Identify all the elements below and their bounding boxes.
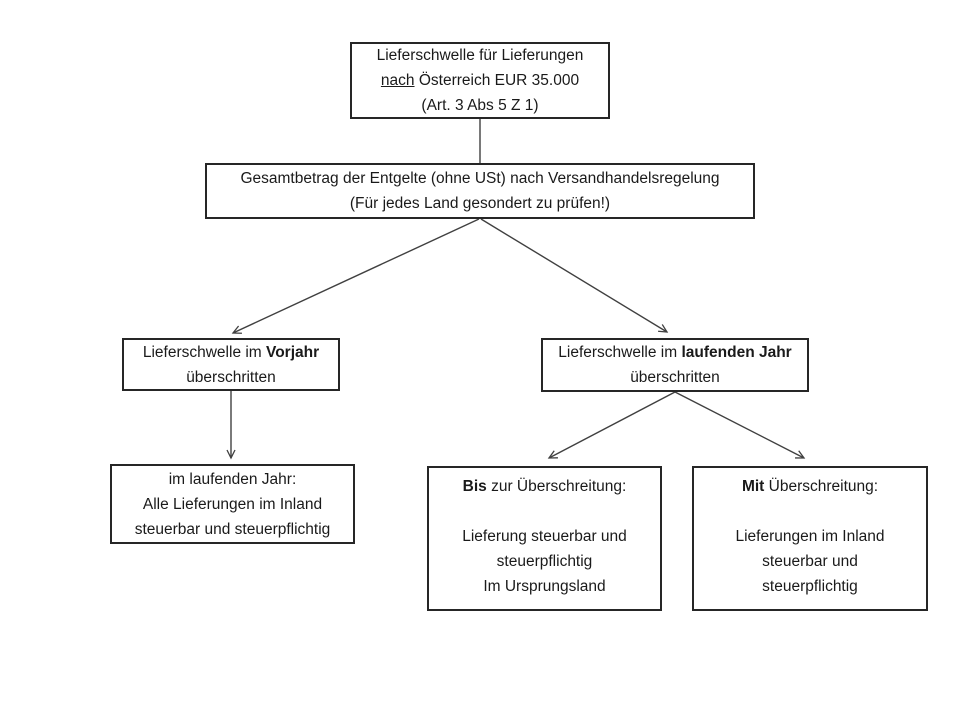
text-line: steuerpflichtig <box>762 578 858 595</box>
text-line: steuerbar und steuerpflichtig <box>134 520 331 538</box>
text-line <box>542 499 546 524</box>
text-line: überschritten <box>630 369 720 386</box>
node-current-year-result: im laufenden Jahr: Alle Lieferungen im In… <box>110 464 355 544</box>
text-line: Bis zur Überschreitung: <box>462 478 627 495</box>
edge-current-year-to-until <box>547 391 676 459</box>
text-line: Lieferschwelle für Lieferungen <box>376 47 584 64</box>
edge-total-to-prev-year <box>231 218 480 334</box>
text-line <box>808 499 812 524</box>
text-line: Lieferungen im Inland <box>735 528 885 545</box>
text-line: Im Ursprungsland <box>483 578 606 595</box>
text-line: (Art. 3 Abs 5 Z 1) <box>421 97 539 114</box>
edge-current-year-to-with <box>674 391 806 459</box>
edge-total-to-current-year <box>480 218 669 333</box>
text-line: Lieferschwelle im laufenden Jahr <box>558 344 792 361</box>
node-with-exceeding: Mit Überschreitung: Lieferungen im Inlan… <box>692 466 928 611</box>
text-line: nach Österreich EUR 35.000 <box>380 72 580 89</box>
text-line: im laufenden Jahr: <box>168 470 297 488</box>
text-line: Lieferschwelle im Vorjahr <box>142 343 320 361</box>
node-total-amount: Gesamtbetrag der Entgelte (ohne USt) nac… <box>205 163 755 219</box>
text-line: Lieferung steuerbar und <box>462 528 627 545</box>
node-until-exceeding: Bis zur Überschreitung: Lieferung steuer… <box>427 466 662 611</box>
text-line: Gesamtbetrag der Entgelte (ohne USt) nac… <box>240 170 720 187</box>
text-line: überschritten <box>186 368 276 386</box>
text-line: Mit Überschreitung: <box>741 478 879 495</box>
text-line: steuerbar und <box>762 553 858 570</box>
node-current-year-exceeded: Lieferschwelle im laufenden Jahr überschr… <box>541 338 809 392</box>
text-line: (Für jedes Land gesondert zu prüfen!) <box>349 195 611 212</box>
node-previous-year-exceeded: Lieferschwelle im Vorjahr überschritten <box>122 338 340 391</box>
text-line: Alle Lieferungen im Inland <box>142 495 323 513</box>
node-threshold: Lieferschwelle für Lieferungen nach Öster… <box>350 42 610 119</box>
text-line: steuerpflichtig <box>496 553 593 570</box>
